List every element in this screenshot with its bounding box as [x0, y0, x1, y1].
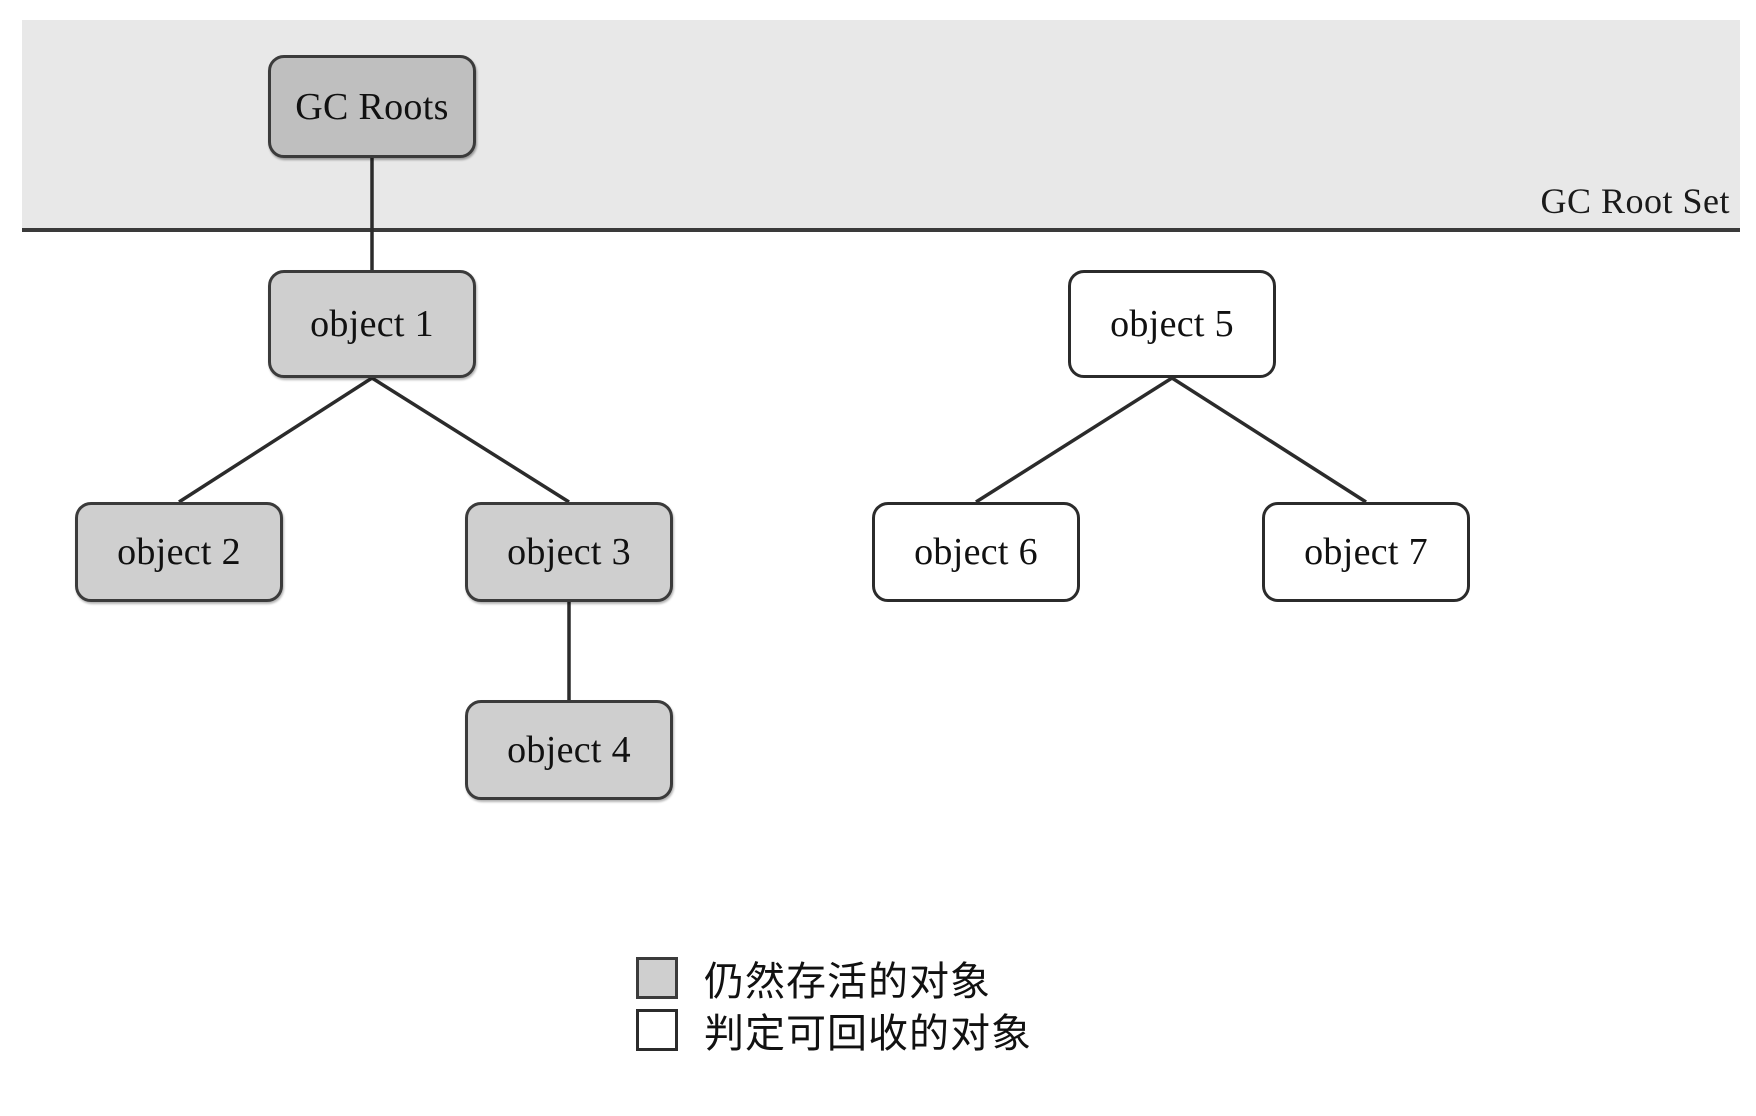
- gc-root-set-label: GC Root Set: [1540, 181, 1730, 221]
- node-label-object-6: object 6: [914, 531, 1038, 573]
- node-object-6[interactable]: object 6: [872, 502, 1080, 602]
- legend-swatch-alive-icon: [636, 957, 678, 999]
- node-object-1[interactable]: object 1: [268, 270, 476, 378]
- node-gc-roots[interactable]: GC Roots: [268, 55, 476, 158]
- node-label-object-4: object 4: [507, 729, 631, 771]
- node-object-7[interactable]: object 7: [1262, 502, 1470, 602]
- legend-item-alive: 仍然存活的对象: [636, 952, 1032, 1005]
- node-object-5[interactable]: object 5: [1068, 270, 1276, 378]
- node-label-object-5: object 5: [1110, 303, 1234, 345]
- legend-label-reclaimable: 判定可回收的对象: [704, 1011, 1032, 1057]
- node-label-object-1: object 1: [310, 303, 434, 345]
- legend: 仍然存活的对象 判定可回收的对象: [636, 952, 1032, 1057]
- edge-object-1-to-object-3: [371, 376, 570, 504]
- edge-object-5-to-object-6: [975, 376, 1173, 504]
- legend-item-reclaimable: 判定可回收的对象: [636, 1004, 1032, 1057]
- legend-swatch-reclaimable-icon: [636, 1009, 678, 1051]
- node-object-4[interactable]: object 4: [465, 700, 673, 800]
- legend-label-alive: 仍然存活的对象: [704, 959, 991, 1005]
- edge-object-5-to-object-7: [1171, 376, 1367, 504]
- edge-object-1-to-object-2: [178, 376, 373, 504]
- node-label-object-7: object 7: [1304, 531, 1428, 573]
- node-object-3[interactable]: object 3: [465, 502, 673, 602]
- node-label-object-3: object 3: [507, 531, 631, 573]
- node-label-gc-roots: GC Roots: [295, 85, 449, 128]
- node-label-object-2: object 2: [117, 531, 241, 573]
- node-object-2[interactable]: object 2: [75, 502, 283, 602]
